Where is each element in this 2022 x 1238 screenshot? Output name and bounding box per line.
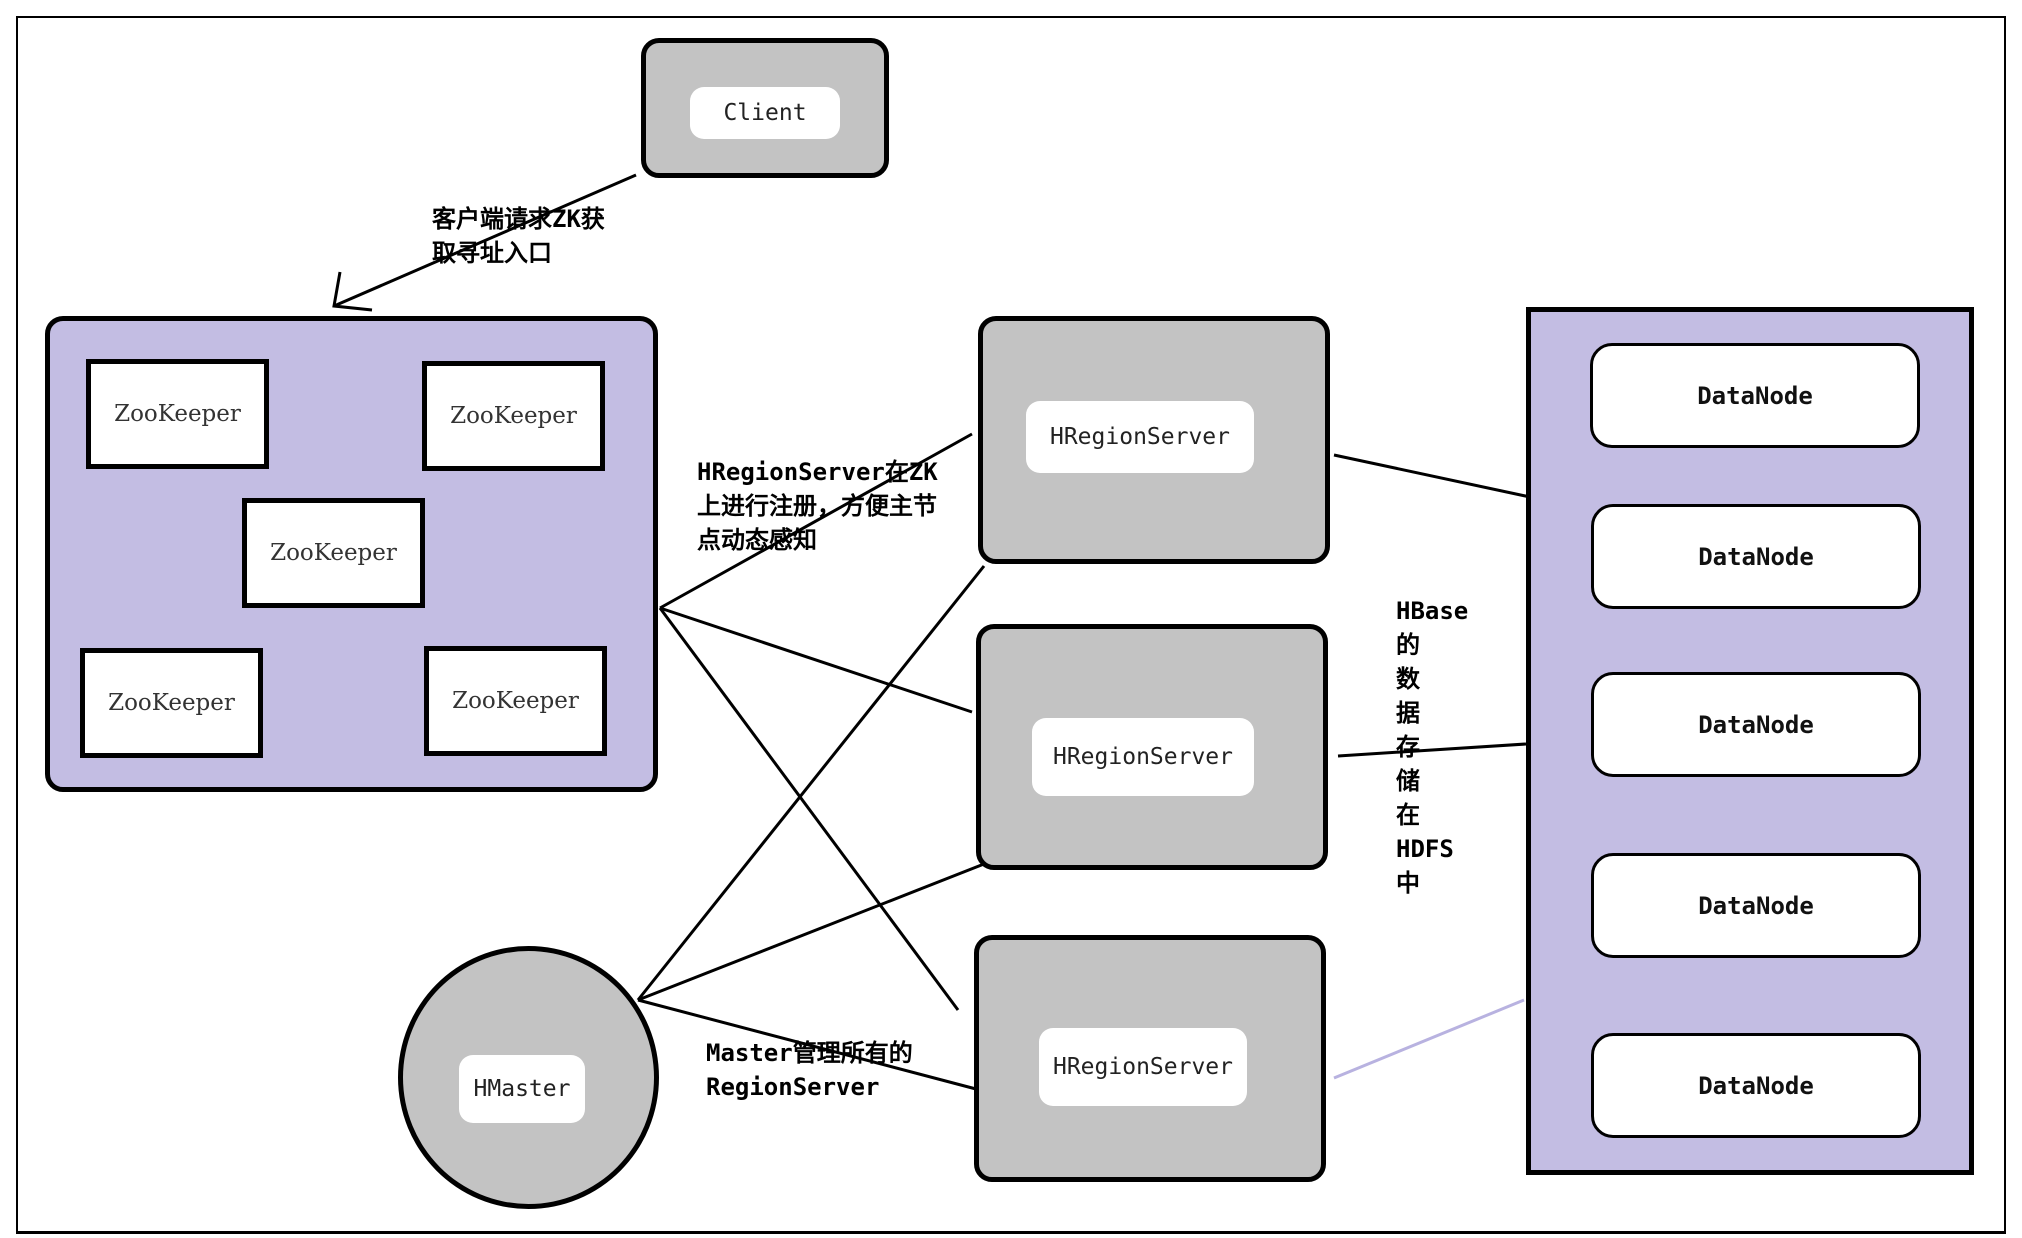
- region-server-box: HRegionServer: [974, 935, 1326, 1182]
- hbase-storage-annotation: HBase 的 数 据 存 储 在 HDFS 中: [1396, 597, 1469, 897]
- zookeeper-cluster: ZooKeeper ZooKeeper ZooKeeper ZooKeeper …: [45, 316, 658, 792]
- client-box: Client: [641, 38, 889, 178]
- datanode: DataNode: [1590, 343, 1920, 448]
- datanode: DataNode: [1591, 1033, 1921, 1138]
- datanode: DataNode: [1591, 853, 1921, 958]
- zookeeper-node: ZooKeeper: [86, 359, 269, 469]
- datanode: DataNode: [1591, 504, 1921, 609]
- master-manage-annotation: Master管理所有的 RegionServer: [706, 1039, 913, 1101]
- region-server-box: HRegionServer: [978, 316, 1330, 564]
- region-server-box: HRegionServer: [976, 624, 1328, 870]
- hmaster-label: HMaster: [459, 1055, 585, 1123]
- hdfs-cluster: DataNode DataNode DataNode DataNode Data…: [1526, 307, 1974, 1175]
- diagram-frame: [16, 16, 2006, 1234]
- master-to-rs2-line: [637, 862, 985, 1002]
- zookeeper-node: ZooKeeper: [80, 648, 263, 758]
- client-label: Client: [690, 87, 840, 139]
- rs1-to-hdfs-line: [1333, 453, 1531, 499]
- region-server-label: HRegionServer: [1026, 401, 1254, 473]
- region-server-register-annotation: HRegionServer在ZK 上进行注册，方便主节 点动态感知: [697, 458, 938, 554]
- client-to-zk-arrow: [333, 173, 637, 308]
- rs3-to-hdfs-line: [1333, 998, 1525, 1080]
- master-to-rs3-line: [637, 998, 977, 1091]
- zk-to-rs2-line: [659, 606, 973, 714]
- zookeeper-node: ZooKeeper: [242, 498, 425, 608]
- region-server-label: HRegionServer: [1039, 1028, 1247, 1106]
- master-to-rs1-line: [636, 565, 986, 1001]
- client-to-zk-arrowhead: [332, 271, 373, 312]
- zk-to-rs1-line: [659, 432, 973, 610]
- rs2-to-hdfs-line: [1337, 742, 1527, 758]
- hmaster-node: HMaster: [398, 946, 659, 1209]
- client-request-annotation: 客户端请求ZK获 取寻址入口: [432, 205, 605, 267]
- region-server-label: HRegionServer: [1032, 718, 1254, 796]
- zk-to-rs3-line: [658, 607, 960, 1011]
- zookeeper-node: ZooKeeper: [424, 646, 607, 756]
- datanode: DataNode: [1591, 672, 1921, 777]
- zookeeper-node: ZooKeeper: [422, 361, 605, 471]
